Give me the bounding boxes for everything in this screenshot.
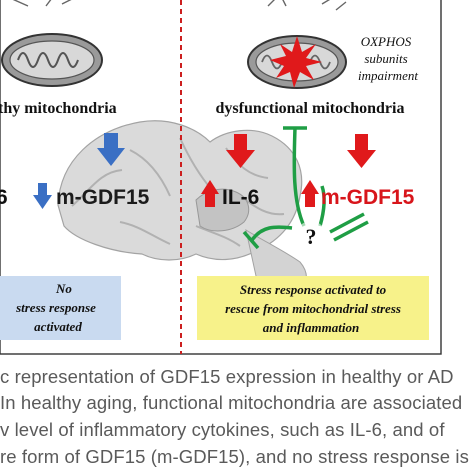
left-gdf15-label: m-GDF15 [56,186,150,209]
left-stress-box [0,276,121,340]
right-stress-line-2: rescue from mitochondrial stress [225,301,401,316]
left-panel-heading: thy mitochondria [0,100,117,117]
oxphos-note-line-1: OXPHOS [361,34,412,49]
caption-line-2: In healthy aging, functional mitochondri… [0,392,463,413]
right-down-arrow-right [347,134,376,168]
left-stress-line-2: stress response [15,300,96,315]
oxphos-note-line-3: impairment [358,68,418,83]
left-stress-line-1: No [55,281,72,296]
right-stress-line-3: and inflammation [263,320,359,335]
healthy-mitochondrion-icon [1,0,103,87]
left-down-arrow-gdf15 [33,183,52,209]
right-stress-box [197,276,429,340]
right-down-arrow-left [226,134,255,168]
caption-line-3: v level of inflammatory cytokines, such … [0,419,445,440]
figure-panel: thy mitochondria 6 m-GDF15 No stress res… [0,0,442,355]
caption-line-1: c representation of GDF15 expression in … [0,366,454,387]
right-il6-label: IL-6 [222,186,259,209]
oxphos-note-line-2: subunits [364,51,407,66]
figure-caption: c representation of GDF15 expression in … [0,362,474,474]
left-down-arrow-mitochondria [97,133,125,166]
right-up-arrow-gdf15 [301,180,319,207]
right-gdf15-label: m-GDF15 [321,186,415,209]
dysfunctional-mitochondrion-icon [247,0,347,89]
inhibition-connectors [242,126,369,250]
left-il6-fragment: 6 [0,186,8,209]
right-stress-line-1: Stress response activated to [240,282,387,297]
question-mark: ? [306,224,317,249]
right-up-arrow-il6 [201,180,219,207]
question-node [296,221,326,251]
caption-line-4: re form of GDF15 (m-GDF15), and no stres… [0,446,469,467]
left-stress-line-3: activated [34,319,82,334]
right-panel-heading: dysfunctional mitochondria [216,100,405,117]
